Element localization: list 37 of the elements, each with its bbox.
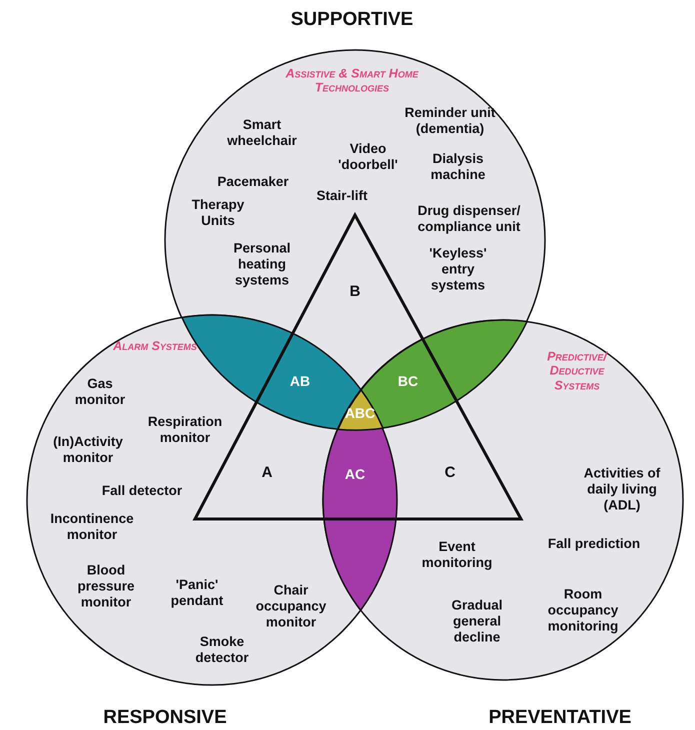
device-label: Chair occupancy monitor <box>254 582 328 632</box>
device-label: Room occupancy monitoring <box>546 586 620 636</box>
region-label: AC <box>344 466 366 482</box>
device-label: 'Keyless' entry systems <box>428 246 488 294</box>
category-heading: SUPPORTIVE <box>290 9 414 31</box>
region-letter: A <box>260 464 274 482</box>
device-label: Drug dispenser/ compliance unit <box>416 202 522 236</box>
device-label: Reminder unit (dementia) <box>404 104 496 138</box>
device-label: Event monitoring <box>420 538 494 572</box>
category-heading: RESPONSIVE <box>103 707 227 729</box>
region-letter: B <box>348 283 362 301</box>
device-label: Blood pressure monitor <box>76 562 136 612</box>
device-label: Incontinence monitor <box>49 510 135 544</box>
device-label: Dialysis machine <box>430 150 486 184</box>
device-label: Therapy Units <box>190 196 246 230</box>
device-label: Smart wheelchair <box>226 116 298 150</box>
device-label: Stair-lift <box>315 188 368 204</box>
device-label: Fall detector <box>100 482 184 500</box>
category-title: Alarm Systems <box>112 338 198 354</box>
device-label: Pacemaker <box>216 174 290 190</box>
device-label: Gas monitor <box>74 376 126 408</box>
region-label: AB <box>290 372 310 389</box>
device-label: Fall prediction <box>546 536 642 552</box>
device-label: Personal heating systems <box>232 240 292 290</box>
category-heading: PREVENTATIVE <box>488 707 632 729</box>
device-label: Gradual general decline <box>450 598 504 646</box>
device-label: Activities of daily living (ADL) <box>582 466 662 514</box>
category-title: Predictive/ Deductive Systems <box>546 349 609 393</box>
device-label: Respiration monitor <box>146 414 224 446</box>
category-title: Assistive & Smart Home Technologies <box>284 66 420 96</box>
device-label: 'Panic' pendant <box>170 576 224 610</box>
device-label: Smoke detector <box>194 634 250 666</box>
device-label: (In)Activity monitor <box>52 434 124 466</box>
region-label: BC <box>398 372 418 389</box>
device-label: Video 'doorbell' <box>337 140 399 174</box>
region-letter: C <box>444 464 456 482</box>
region-label: ABC <box>344 404 376 421</box>
